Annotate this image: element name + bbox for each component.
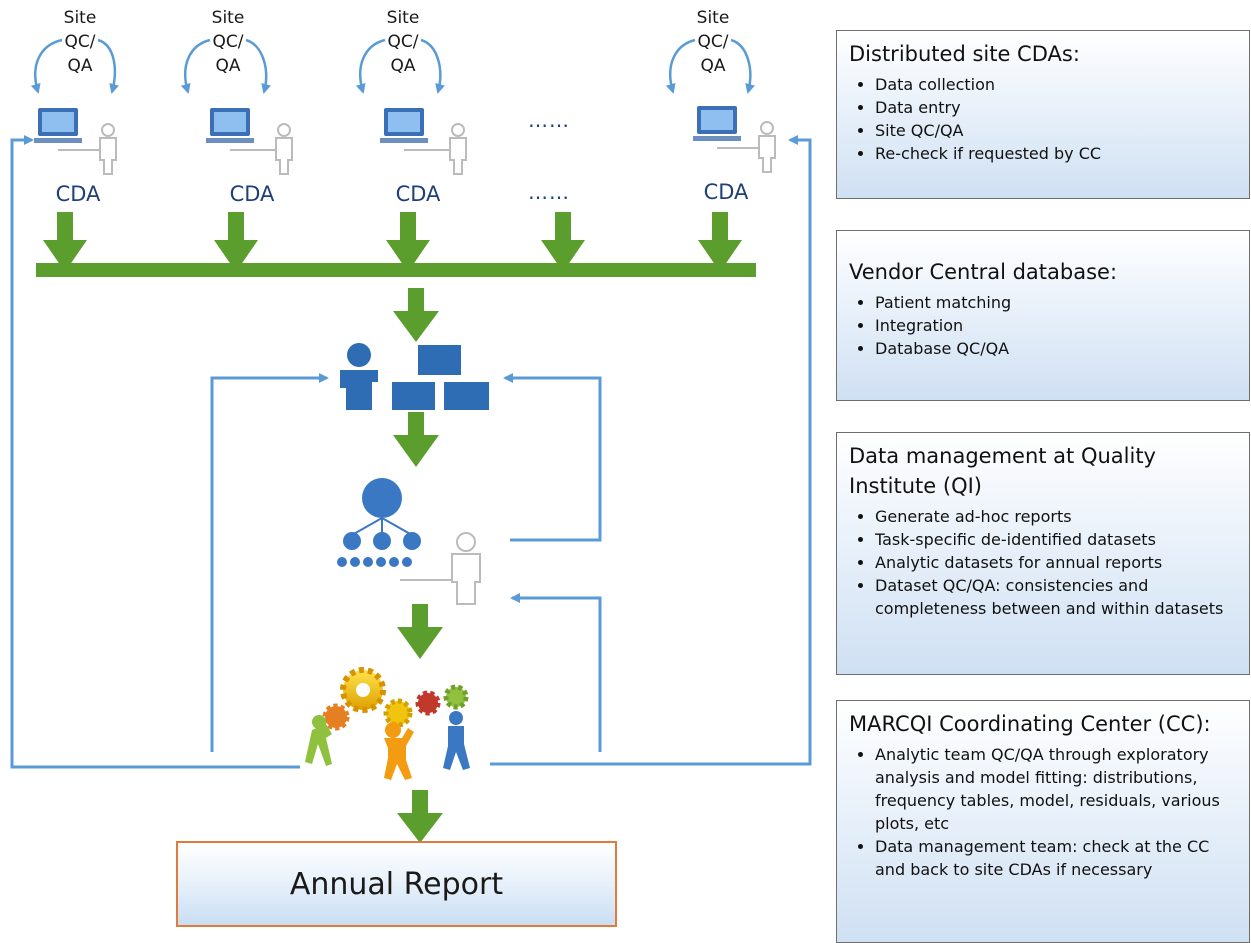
list-item: Patient matching: [875, 291, 1239, 314]
cda-label: CDA: [229, 182, 275, 206]
list-item: Database QC/QA: [875, 337, 1239, 360]
panel-title: Distributed site CDAs:: [849, 42, 1080, 66]
list-item: Data collection: [875, 73, 1239, 96]
distributed-cda-panel: Distributed site CDAs: Data collection D…: [836, 30, 1250, 199]
panel-title: MARCQI Coordinating Center (CC):: [849, 712, 1211, 736]
panel-list: Analytic team QC/QA through exploratory …: [849, 743, 1239, 881]
site-computer-icons: [34, 106, 776, 175]
site-qcqa-label: Site QC/ QA: [696, 8, 730, 76]
list-item: Data entry: [875, 96, 1239, 119]
green-down-arrow: [214, 212, 258, 272]
computer-user-icon: [380, 108, 467, 175]
collection-bar: [36, 263, 756, 277]
site-qcqa-label: Site QC/ QA: [211, 8, 245, 76]
computer-user-icon: [693, 106, 776, 173]
panel-list: Data collection Data entry Site QC/QA Re…: [849, 73, 1239, 165]
list-item: Data management team: check at the CC an…: [875, 835, 1239, 881]
list-item: Re-check if requested by CC: [875, 142, 1239, 165]
green-down-arrow: [541, 212, 585, 272]
green-down-arrow: [397, 604, 443, 659]
computer-user-icon: [34, 108, 117, 175]
cda-label: CDA: [395, 182, 441, 206]
site-qcqa-label: Site QC/ QA: [386, 8, 420, 76]
cda-label: CDA: [703, 180, 749, 204]
list-item: Site QC/QA: [875, 119, 1239, 142]
site-qcqa-label: Site QC/ QA: [63, 8, 97, 76]
list-item: Analytic team QC/QA through exploratory …: [875, 743, 1239, 835]
list-item: Analytic datasets for annual reports: [875, 551, 1239, 574]
computer-user-icon: [206, 108, 293, 175]
list-item: Generate ad-hoc reports: [875, 505, 1239, 528]
figure-blue: [443, 711, 470, 770]
green-down-arrow: [393, 412, 439, 467]
figure-green: [305, 715, 332, 766]
data-management-panel: Data management at Quality Institute (QI…: [836, 432, 1250, 675]
presenter-icon: [340, 343, 489, 410]
more-cda-ellipsis: ……: [528, 180, 570, 204]
vendor-database-panel: Vendor Central database: Patient matchin…: [836, 230, 1250, 401]
cda-label: CDA: [55, 182, 101, 206]
green-down-arrow: [386, 212, 430, 272]
green-down-arrow: [397, 790, 443, 843]
panel-title: Data management at Quality Institute (QI…: [849, 444, 1156, 498]
figure-orange: [384, 722, 414, 780]
site-qcqa-loops: [30, 38, 755, 94]
list-item: Task-specific de-identified datasets: [875, 528, 1239, 551]
feedback-lines: [10, 135, 812, 769]
panel-list: Patient matching Integration Database QC…: [849, 291, 1239, 360]
list-item: Integration: [875, 314, 1239, 337]
gears-team-icon: [305, 667, 470, 780]
annual-report-box: Annual Report: [176, 841, 617, 927]
hierarchy-icon: [337, 478, 481, 605]
green-flow-arrows: [36, 212, 756, 843]
green-down-arrow: [698, 212, 742, 272]
panel-list: Generate ad-hoc reports Task-specific de…: [849, 505, 1239, 620]
panel-title: Vendor Central database:: [849, 260, 1118, 284]
list-item: Dataset QC/QA: consistencies and complet…: [875, 574, 1239, 620]
green-down-arrow: [43, 212, 87, 272]
green-down-arrow: [393, 288, 439, 342]
marcqi-cc-panel: MARCQI Coordinating Center (CC): Analyti…: [836, 700, 1250, 943]
more-sites-ellipsis: ……: [528, 108, 570, 132]
annual-report-label: Annual Report: [289, 866, 504, 902]
